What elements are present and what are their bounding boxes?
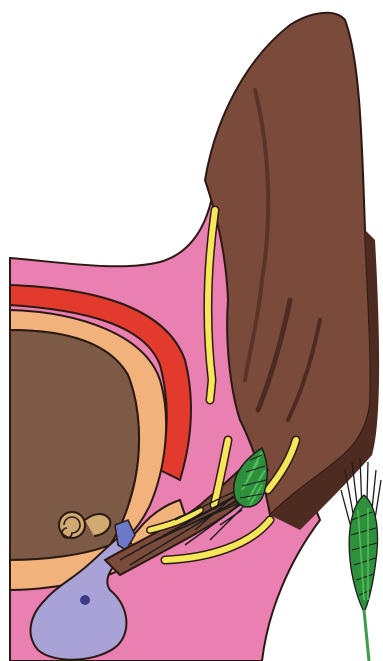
bulla-dot — [80, 595, 90, 605]
